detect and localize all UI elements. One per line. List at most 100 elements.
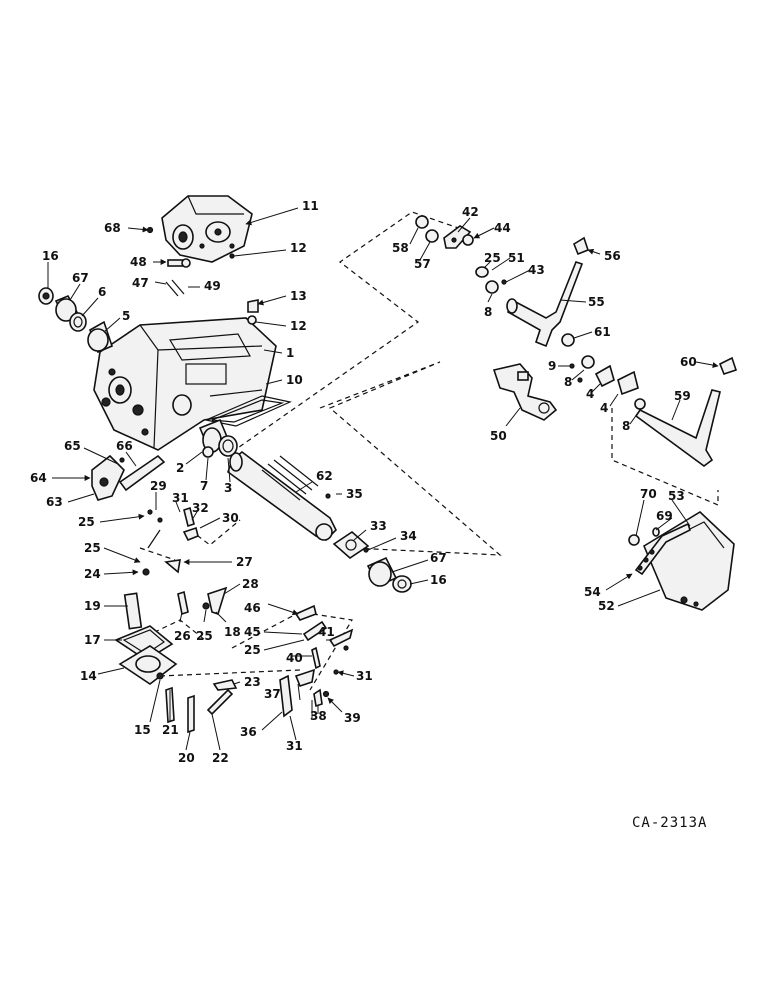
dashed-assembly-line-lower-mid — [231, 611, 353, 691]
leader-lines — [47, 207, 719, 751]
small-fittings-upper — [146, 226, 259, 458]
callout-44: 44 — [494, 221, 511, 235]
callout-18: 18 — [224, 625, 241, 639]
lower-linkage-parts — [114, 506, 238, 734]
callout-28: 28 — [242, 577, 259, 591]
callout-46: 46 — [244, 601, 261, 615]
callout-16: 16 — [430, 573, 447, 587]
callout-47: 47 — [132, 276, 149, 290]
callout-17: 17 — [84, 633, 101, 647]
lift-arm-part — [91, 454, 166, 501]
callout-1: 1 — [286, 346, 294, 360]
callout-48: 48 — [130, 255, 147, 269]
callout-15: 15 — [134, 723, 151, 737]
callout-45: 45 — [244, 625, 261, 639]
callout-64: 64 — [30, 471, 47, 485]
upper-right-fittings — [415, 215, 507, 294]
housing-part — [93, 317, 277, 451]
callout-22: 22 — [212, 751, 229, 765]
callout-11: 11 — [302, 199, 319, 213]
callout-6: 6 — [98, 285, 106, 299]
callout-42: 42 — [462, 205, 479, 219]
callout-52: 52 — [598, 599, 615, 613]
callout-39: 39 — [344, 711, 361, 725]
callout-36: 36 — [240, 725, 257, 739]
callout-7: 7 — [200, 479, 208, 493]
callout-37: 37 — [264, 687, 281, 701]
callout-13: 13 — [290, 289, 307, 303]
callout-63: 63 — [46, 495, 63, 509]
callout-25: 25 — [484, 251, 501, 265]
dashed-assembly-line-upper — [231, 211, 471, 453]
callout-58: 58 — [392, 241, 409, 255]
detent-parts — [569, 355, 646, 410]
callout-50: 50 — [490, 429, 507, 443]
callout-25: 25 — [244, 643, 261, 657]
callout-10: 10 — [286, 373, 303, 387]
lower-mid-linkage-parts — [279, 604, 354, 718]
callout-53: 53 — [668, 489, 685, 503]
callout-31: 31 — [356, 669, 373, 683]
shift-lever-part — [634, 356, 738, 467]
callout-59: 59 — [674, 389, 691, 403]
callout-60: 60 — [680, 355, 697, 369]
callout-21: 21 — [162, 723, 179, 737]
callout-34: 34 — [400, 529, 417, 543]
callout-31: 31 — [286, 739, 303, 753]
callout-40: 40 — [286, 651, 303, 665]
callout-24: 24 — [84, 567, 101, 581]
callout-30: 30 — [222, 511, 239, 525]
callout-32: 32 — [192, 501, 209, 515]
callout-4: 4 — [586, 387, 594, 401]
shaft-end-parts — [325, 493, 412, 593]
callout-67: 67 — [72, 271, 89, 285]
callout-49: 49 — [204, 279, 221, 293]
callout-29: 29 — [150, 479, 167, 493]
callout-33: 33 — [370, 519, 387, 533]
callout-69: 69 — [656, 509, 673, 523]
callout-26: 26 — [174, 629, 191, 643]
callout-12: 12 — [290, 319, 307, 333]
callout-61: 61 — [594, 325, 611, 339]
dashed-assembly-line-middle — [319, 361, 502, 556]
control-valve-part — [161, 195, 253, 263]
callout-31: 31 — [172, 491, 189, 505]
callout-51: 51 — [508, 251, 525, 265]
callout-55: 55 — [588, 295, 605, 309]
callout-20: 20 — [178, 751, 195, 765]
callout-23: 23 — [244, 675, 261, 689]
bushing-and-seal — [198, 418, 238, 457]
callout-67: 67 — [430, 551, 447, 565]
callout-41: 41 — [318, 625, 335, 639]
callout-56: 56 — [604, 249, 621, 263]
callout-3: 3 — [224, 481, 232, 495]
callout-70: 70 — [640, 487, 657, 501]
callout-4: 4 — [600, 401, 608, 415]
dashed-assembly-line-right — [611, 408, 719, 506]
callout-8: 8 — [622, 419, 630, 433]
callout-35: 35 — [346, 487, 363, 501]
main-shaft-part — [227, 450, 337, 541]
callout-12: 12 — [290, 241, 307, 255]
callout-54: 54 — [584, 585, 601, 599]
callout-5: 5 — [122, 309, 130, 323]
callout-labels: 11 68 12 48 47 49 13 12 1 10 16 67 6 5 6… — [30, 199, 697, 765]
callout-19: 19 — [84, 599, 101, 613]
callout-68: 68 — [104, 221, 121, 235]
callout-27: 27 — [236, 555, 253, 569]
callout-2: 2 — [176, 461, 184, 475]
callout-8: 8 — [484, 305, 492, 319]
callout-25: 25 — [84, 541, 101, 555]
callout-25: 25 — [196, 629, 213, 643]
callout-65: 65 — [64, 439, 81, 453]
callout-43: 43 — [528, 263, 545, 277]
callout-62: 62 — [316, 469, 333, 483]
callout-38: 38 — [310, 709, 327, 723]
callout-25: 25 — [78, 515, 95, 529]
callout-66: 66 — [116, 439, 133, 453]
control-lever-part — [506, 236, 589, 348]
quadrant-cover-part — [628, 511, 735, 611]
gasket-part — [203, 395, 292, 427]
callout-8: 8 — [564, 375, 572, 389]
